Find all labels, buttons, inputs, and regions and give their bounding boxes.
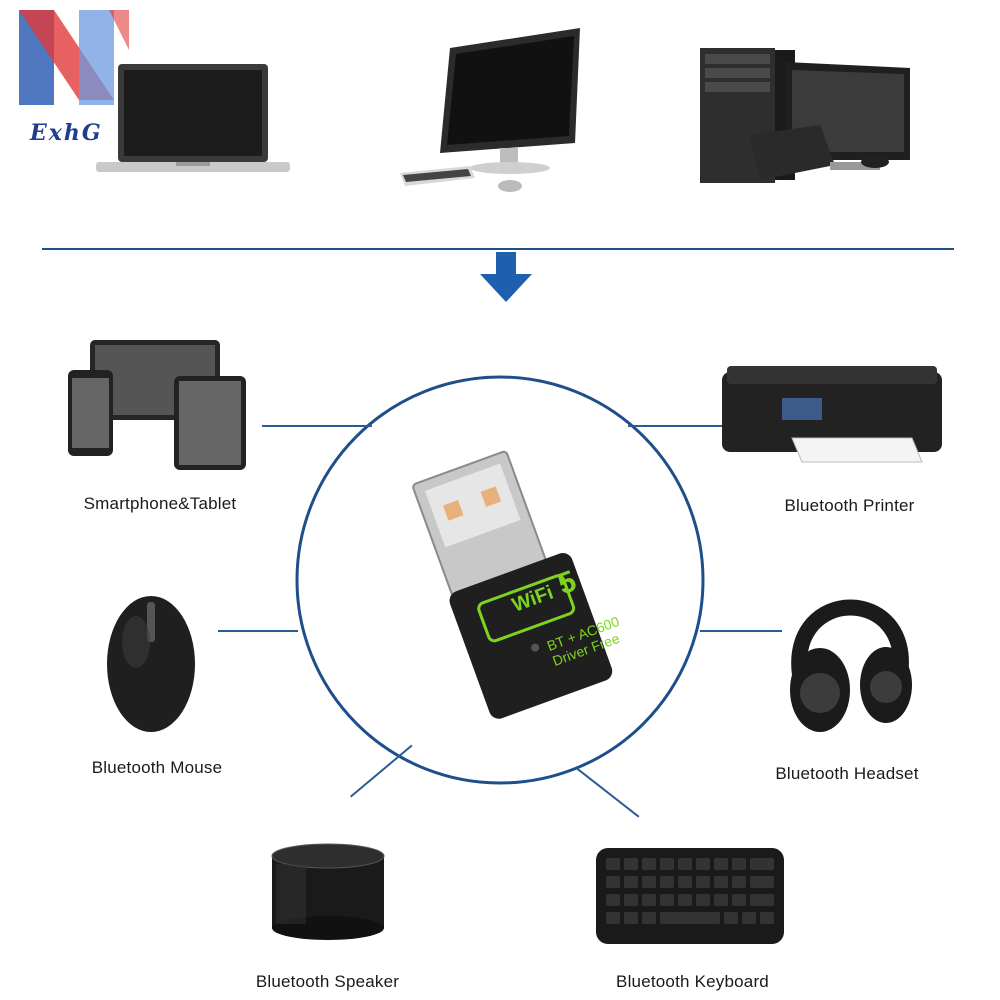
- smartphone-tablet-icon: [68, 340, 246, 470]
- device-label-smartphone-tablet: Smartphone&Tablet: [83, 494, 237, 513]
- brand-logo: [19, 10, 129, 105]
- down-arrow-icon: [480, 252, 532, 302]
- connector-line: [628, 425, 728, 427]
- mouse-icon: [107, 596, 195, 732]
- device-label-speaker: Bluetooth Speaker: [255, 972, 400, 991]
- connector-line: [262, 425, 372, 427]
- usb-adapter-icon: [412, 450, 613, 719]
- connector-line: [700, 630, 782, 632]
- divider-line: [42, 248, 954, 250]
- device-label-keyboard: Bluetooth Keyboard: [616, 972, 769, 991]
- printer-icon: [722, 366, 942, 463]
- logo-text: ExhG: [30, 120, 103, 146]
- speaker-icon: [271, 843, 385, 940]
- desktop-monitor-icon: [400, 28, 580, 192]
- desktop-tower-pc-icon: [700, 48, 910, 183]
- device-label-mouse: Bluetooth Mouse: [91, 758, 223, 777]
- keyboard-icon: [596, 848, 784, 944]
- center-circle: [295, 375, 705, 785]
- headset-icon: [790, 599, 912, 732]
- laptop-icon: [96, 64, 290, 172]
- connector-line: [218, 630, 298, 632]
- device-label-printer: Bluetooth Printer: [784, 496, 915, 515]
- device-label-headset: Bluetooth Headset: [775, 764, 919, 783]
